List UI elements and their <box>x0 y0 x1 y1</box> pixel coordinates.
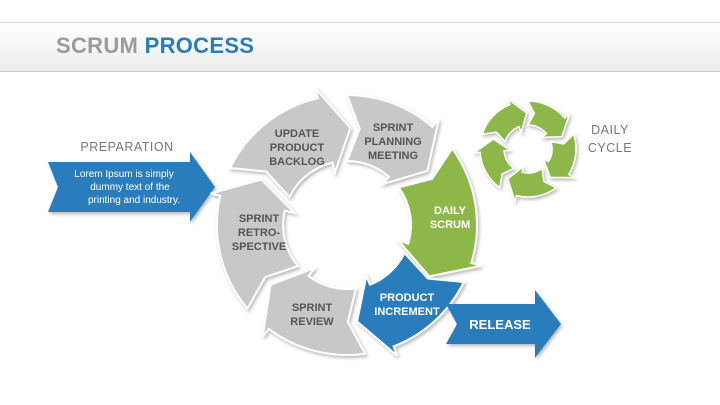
daily-cycle-arrow <box>507 164 558 205</box>
scrum-cycle-ring <box>210 87 482 357</box>
preparation-arrow <box>48 152 215 222</box>
daily-scrum-label-line-1: DAILY <box>434 205 467 217</box>
update-backlog-label-line-3: BACKLOG <box>269 156 325 168</box>
product-increment-label-line-2: INCREMENT <box>374 306 440 318</box>
preparation-text-line-2: dummy text of the <box>90 182 170 193</box>
sprint-retro-label-line-2: RETRO- <box>238 227 281 239</box>
daily-scrum-label-line-2: SCRUM <box>430 219 470 231</box>
daily-cycle-label-line-2: CYCLE <box>588 141 632 155</box>
preparation-text-line-1: Lorem Ipsum is simply <box>74 169 173 180</box>
daily-cycle-arrow <box>471 138 516 190</box>
title-word-scrum: SCRUM <box>56 33 139 58</box>
sprint-planning-segment <box>345 93 440 187</box>
sprint-planning-label-line-1: SPRINT <box>373 122 414 134</box>
page-title: SCRUM PROCESS <box>56 33 254 59</box>
sprint-planning-label-line-2: PLANNING <box>364 136 421 148</box>
product-increment-label-line-1: PRODUCT <box>380 292 435 304</box>
release-arrow <box>446 290 561 358</box>
daily-cycle-arrow <box>526 100 571 139</box>
sprint-retrospective-segment <box>210 178 300 311</box>
sprint-retro-label-line-1: SPRINT <box>239 213 280 225</box>
sprint-review-label-line-2: REVIEW <box>290 316 334 328</box>
daily-cycle-arrow <box>541 132 577 179</box>
sprint-review-segment <box>261 265 367 356</box>
update-backlog-label-line-1: UPDATE <box>275 128 319 140</box>
release-label: RELEASE <box>469 317 531 332</box>
daily-cycle-arrow <box>481 96 528 144</box>
product-increment-segment <box>356 251 466 357</box>
daily-cycle-label-line-1: DAILY <box>591 123 629 137</box>
preparation-label: PREPARATION <box>80 140 173 154</box>
sprint-review-label-line-1: SPRINT <box>292 302 333 314</box>
update-backlog-label-line-2: PRODUCT <box>270 142 325 154</box>
sprint-retro-label-line-3: SPECTIVE <box>232 241 286 253</box>
daily-scrum-segment <box>395 146 482 278</box>
daily-cycle-ring <box>471 96 577 205</box>
preparation-text-line-3: printing and industry. <box>88 195 180 206</box>
title-word-process: PROCESS <box>144 33 255 58</box>
title-bar <box>0 22 720 72</box>
sprint-planning-label-line-3: MEETING <box>368 150 418 162</box>
update-backlog-segment <box>228 87 352 199</box>
